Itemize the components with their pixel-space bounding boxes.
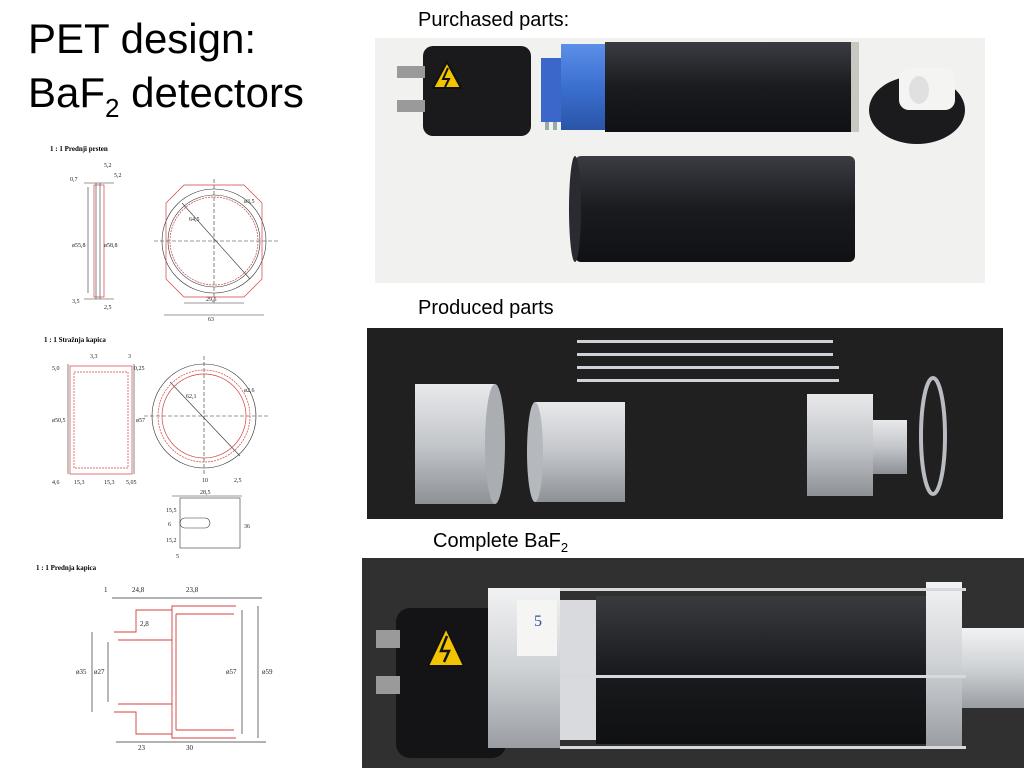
steel-rods (577, 340, 839, 382)
dim-label: 64,5 (189, 217, 200, 223)
dim-label: 5,05 (126, 480, 137, 486)
front-ring (415, 384, 505, 504)
dim-label: ø57 (136, 418, 145, 424)
dim-label: 1 (104, 586, 108, 594)
photo-purchased-parts (375, 38, 985, 283)
dim-label: ø50,5 (52, 418, 66, 424)
dim-label: 28,5 (200, 490, 211, 496)
pmt-socket (397, 46, 531, 136)
dim-label: 5,0 (52, 366, 60, 372)
dim-label: 5,2 (114, 173, 122, 179)
tie-rods (560, 588, 966, 749)
caption-complete-baf2: Complete BaF2 (433, 530, 569, 555)
dim-label: 2,8 (140, 620, 149, 628)
dim-label: 63 (208, 317, 214, 323)
dim-label: 6 (168, 522, 171, 528)
photomultiplier-tube (541, 42, 859, 132)
dim-label: ø57 (226, 668, 237, 676)
dim-label: 15,3 (104, 480, 115, 486)
high-voltage-warning-icon (431, 59, 463, 89)
dim-label: 15,5 (166, 508, 177, 514)
tape-label (517, 600, 557, 656)
dim-label: 5 (176, 554, 179, 560)
tape-mark-text: 5 (534, 613, 542, 630)
slide-title: PET design: BaF2 detectors (28, 12, 304, 123)
technical-drawing-rear-cap: 1 : 1 Stražnja kapica 3,3 3 5,0 0,25 ø50… (44, 336, 284, 566)
dim-label: 23 (138, 744, 146, 752)
dim-label: ø3,5 (244, 199, 255, 205)
dim-label: 4,6 (52, 480, 60, 486)
dim-label: 10 (202, 478, 208, 484)
dim-label: 3,3 (90, 354, 98, 360)
dim-label: 30 (186, 744, 194, 752)
dim-label: 0,7 (70, 177, 78, 183)
high-voltage-warning-icon (426, 625, 466, 667)
black-housing-tube (569, 156, 855, 262)
dim-label: 3 (128, 354, 131, 360)
caption-purchased-parts: Purchased parts: (418, 9, 570, 31)
dim-label: ø55,8 (72, 243, 86, 249)
dim-label: ø27 (94, 668, 105, 676)
dim-label: ø35 (76, 668, 87, 676)
front-cap (807, 394, 907, 496)
drawing-title: 1 : 1 Stražnja kapica (44, 336, 106, 344)
dim-label: 24,8 (132, 586, 145, 594)
dim-label: 5,2 (104, 163, 112, 169)
dim-label: 0,25 (134, 366, 145, 372)
dim-label: 62,1 (186, 394, 197, 400)
drawing-title: 1 : 1 Prednja kapica (36, 564, 97, 572)
photo-complete-detector: 5 (362, 558, 1024, 768)
dim-label: 2,5 (104, 305, 112, 311)
dim-label: 15,2 (166, 538, 177, 544)
dim-label: ø59 (262, 668, 273, 676)
dim-label: ø2,6 (244, 388, 255, 394)
rear-cap (527, 402, 625, 502)
technical-drawing-front-ring: 1 : 1 Prednji prsten 0,7 5,2 5,2 ø55,8 (44, 143, 284, 323)
dim-label: 15,3 (74, 480, 85, 486)
technical-drawing-front-cap: 1 : 1 Prednja kapica 1 24,8 23,8 2,8 ø35 (36, 562, 286, 752)
dim-label: ø58,8 (104, 243, 118, 249)
dim-label: 29,5 (206, 297, 217, 303)
dim-label: 23,8 (186, 586, 199, 594)
retaining-ring (919, 376, 947, 496)
dim-label: 36 (244, 524, 250, 530)
dim-label: 3,5 (72, 299, 80, 305)
detector-body: 5 (376, 582, 1024, 758)
photo-produced-parts (367, 328, 1003, 519)
title-line-2: BaF2 detectors (28, 69, 304, 123)
dim-label: 2,5 (234, 478, 242, 484)
crystal-holder (869, 68, 965, 144)
drawing-title: 1 : 1 Prednji prsten (50, 145, 108, 153)
caption-produced-parts: Produced parts (418, 297, 554, 319)
title-line-1: PET design: (28, 15, 257, 62)
